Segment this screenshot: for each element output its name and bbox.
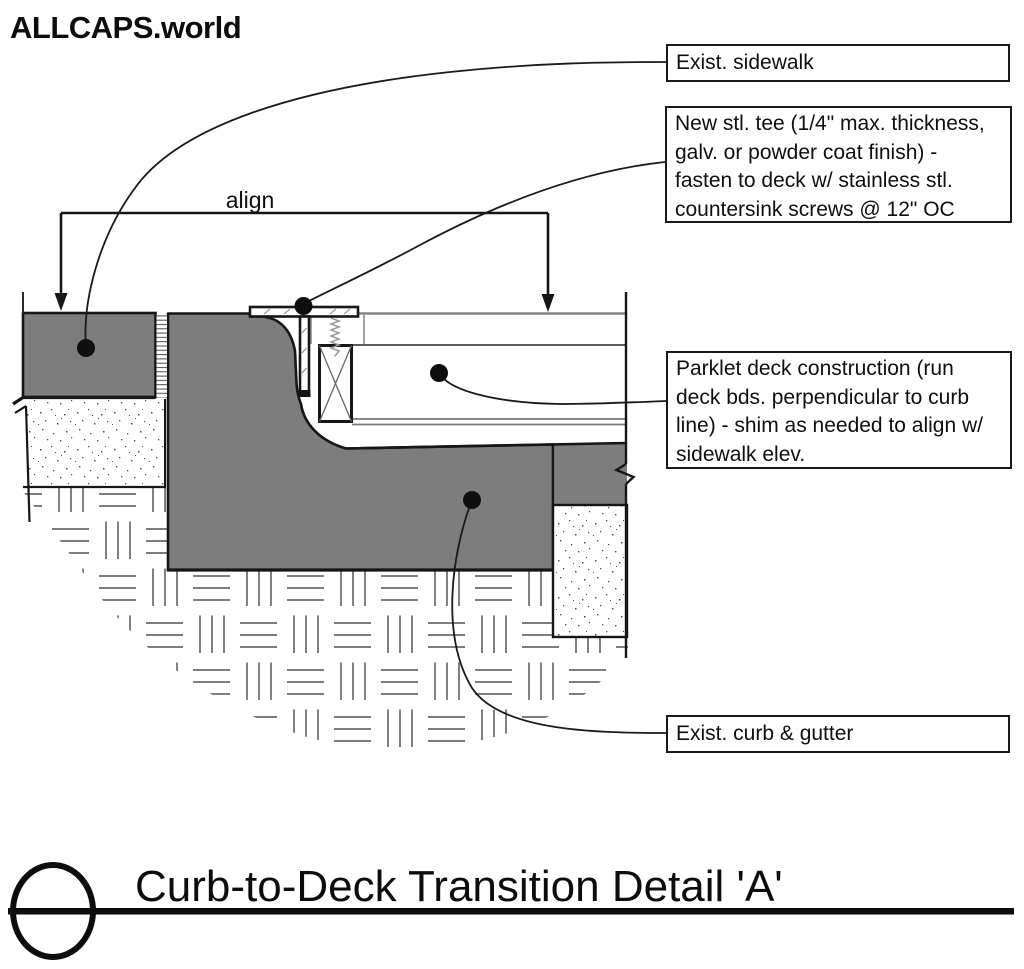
concrete-base-left	[23, 399, 166, 489]
callout-exist-curb-gutter-text: Exist. curb & gutter	[676, 721, 854, 745]
deck-blocking	[318, 344, 353, 423]
leader-exist-sidewalk	[84, 61, 667, 349]
dot-parklet-deck	[430, 364, 448, 382]
title-block-graphics	[8, 862, 1014, 960]
gutter-surface-line	[345, 441, 628, 450]
expansion-joint	[156, 314, 167, 398]
site-logo: ALLCAPS.world	[10, 10, 242, 45]
leader-parklet-deck	[438, 372, 667, 405]
align-dimension-label: align	[225, 187, 275, 213]
countersink-screw	[328, 317, 342, 357]
callout-dots	[77, 297, 481, 509]
street-slab-right	[551, 443, 627, 505]
dot-steel-tee	[294, 297, 313, 315]
align-dimension	[54, 211, 555, 312]
callout-steel-tee: New stl. tee (1/4" max. thickness, galv.…	[665, 106, 1012, 223]
leader-curb-gutter	[451, 499, 667, 734]
concrete-base-right	[551, 503, 629, 639]
leader-lines	[84, 61, 667, 734]
dot-curb-gutter	[463, 491, 481, 509]
callout-parklet-deck: Parklet deck construction (run deck bds.…	[666, 351, 1012, 469]
callout-exist-curb-gutter: Exist. curb & gutter	[666, 715, 1010, 753]
title-rule	[8, 908, 1014, 915]
detail-title: Curb-to-Deck Transition Detail 'A'	[135, 862, 783, 911]
deck-boards	[310, 312, 625, 426]
leader-steel-tee	[302, 161, 666, 305]
callout-exist-sidewalk: Exist. sidewalk	[666, 44, 1010, 82]
section-edge-right	[613, 292, 636, 658]
dot-exist-sidewalk	[77, 339, 95, 357]
curb-gutter-mass	[166, 312, 555, 572]
callout-exist-sidewalk-text: Exist. sidewalk	[676, 50, 814, 74]
